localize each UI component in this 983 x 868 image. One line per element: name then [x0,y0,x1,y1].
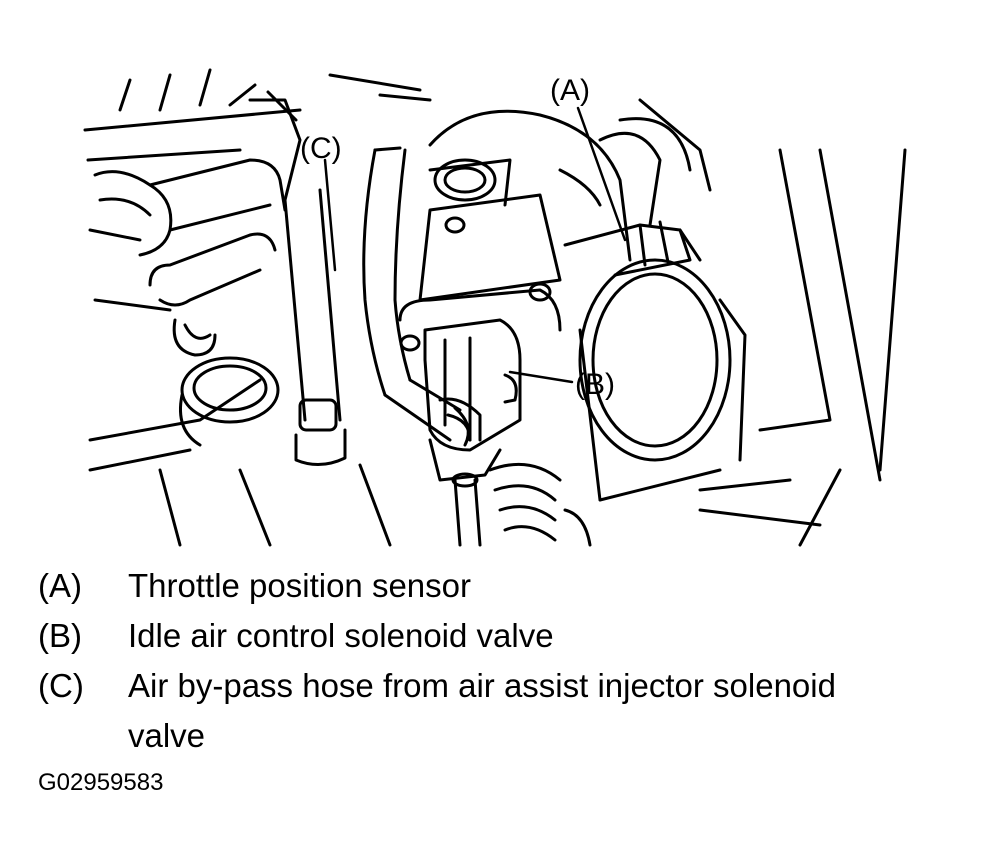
idle-air-control-valve [398,193,562,482]
main-curved-hose [362,146,462,442]
legend-desc-b: Idle air control solenoid valve [128,617,554,654]
legend-desc-c-continued: valve [128,717,206,754]
legend-desc-a: Throttle position sensor [128,567,472,604]
legend-key-c: (C) [38,667,84,704]
bypass-hose-c [248,90,347,466]
throttle-position-sensor [563,117,702,277]
leader-line-c [323,158,337,272]
throttle-body-dome [428,109,632,262]
engine-background-lines [83,68,907,547]
legend-key-a: (A) [38,567,82,604]
engine-component-illustration: (A) (B) (C) [83,68,907,547]
left-hose-assembly [93,158,287,357]
callout-labels: (A) (B) (C) [300,74,615,401]
legend-key-b: (B) [38,617,82,654]
throttle-cylinder [578,258,747,502]
leader-line-a [576,106,627,242]
lower-fittings [451,462,592,547]
intake-port [179,356,280,447]
callout-label-c: (C) [300,132,342,165]
callout-label-a: (A) [550,74,590,107]
callout-leader-lines [323,106,627,384]
leader-line-b [508,370,574,384]
figure-id: G02959583 [38,769,164,796]
legend-desc-c: Air by-pass hose from air assist injecto… [128,667,836,704]
callout-label-b: (B) [575,368,615,401]
